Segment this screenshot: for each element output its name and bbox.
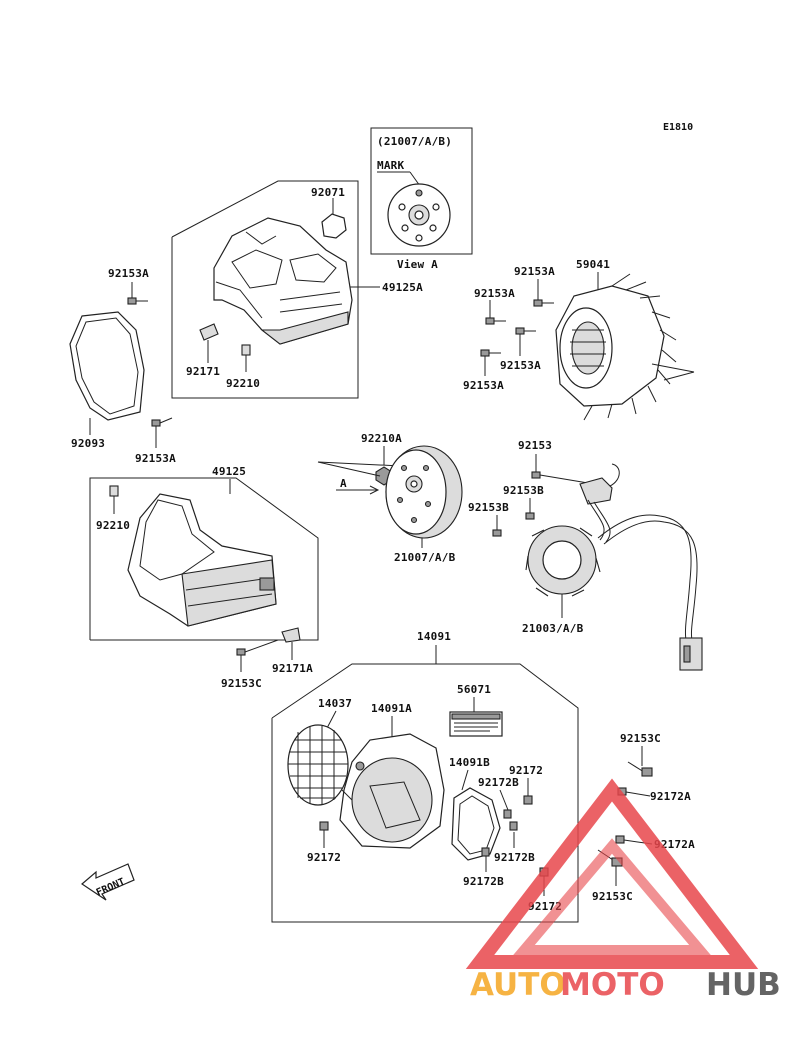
label-92172-l: 92172 <box>307 851 341 864</box>
bolt-92153a-c1: 92153A <box>474 287 515 325</box>
label-92172b-c: 92172B <box>494 851 535 864</box>
label-92153a-c4: 92153A <box>463 379 504 392</box>
label-14091b: 14091B <box>449 756 490 769</box>
label-92171a: 92171A <box>272 662 313 675</box>
view-arrow-a: A <box>340 477 347 490</box>
watermark-moto: MOTO <box>560 967 665 1003</box>
view-a-detail: (21007/A/B) MARK View A <box>370 127 473 271</box>
cover-49125a-group: 92071 49125A 92171 92210 <box>171 180 423 399</box>
label-92210-mid: 92210 <box>96 519 130 532</box>
stator-21003: 92153 92153B 92153B 21003/A/B <box>468 439 703 671</box>
bolt-92153a-c3: 92153A <box>500 327 541 372</box>
screen-14037 <box>287 724 349 806</box>
fan-59041: 59041 <box>555 258 695 421</box>
label-92071: 92071 <box>311 186 345 199</box>
label-92172a-1: 92172A <box>650 790 691 803</box>
label-92153c-r2: 92153C <box>592 890 633 903</box>
label-92153c-l: 92153C <box>221 677 262 690</box>
diagram-code: E1810 <box>663 122 693 133</box>
label-59041: 59041 <box>576 258 610 271</box>
bolts-right: 92153C 92172A 92172A 92153C <box>592 732 695 903</box>
label-92210a: 92210A <box>361 432 402 445</box>
label-92153: 92153 <box>518 439 552 452</box>
gasket-92093: 92093 <box>69 311 145 450</box>
watermark-hub: HUB <box>706 967 781 1003</box>
label-92171: 92171 <box>186 365 220 378</box>
front-arrow: FRONT <box>81 863 135 901</box>
bolt-92153c-l: 92153C 92171A <box>221 627 313 690</box>
label-21007: 21007/A/B <box>394 551 456 564</box>
bolt-92153a-bl: 92153A <box>135 417 176 465</box>
label-14037: 14037 <box>318 697 352 710</box>
grommet-92071 <box>321 213 347 239</box>
label-92172b-a: 92172B <box>478 776 519 789</box>
label-92153a-c3: 92153A <box>500 359 541 372</box>
cover-14091-group: 14091 14037 14091A 56071 14091B 92172 92… <box>271 630 579 923</box>
flywheel-21007: 92210A A 21007/A/B <box>317 432 463 564</box>
label-92172-a: 92172 <box>509 764 543 777</box>
label-56071: 56071 <box>457 683 491 696</box>
label-14091a: 14091A <box>371 702 412 715</box>
label-92153c-r1: 92153C <box>620 732 661 745</box>
bolt-92153a-c2: 92153A <box>514 265 555 307</box>
label-49125a: 49125A <box>382 281 423 294</box>
label-92153a-bl: 92153A <box>135 452 176 465</box>
label-92153b-2: 92153B <box>468 501 509 514</box>
label-14091: 14091 <box>417 630 451 643</box>
label-92172b-b: 92172B <box>463 875 504 888</box>
label-92153a-tl: 92153A <box>108 267 149 280</box>
label-49125: 49125 <box>212 465 246 478</box>
bolt-92153a-c4: 92153A <box>463 349 504 392</box>
label-92153a-c1: 92153A <box>474 287 515 300</box>
label-92093: 92093 <box>71 437 105 450</box>
view-a-caption: View A <box>397 258 438 271</box>
view-a-ref: (21007/A/B) <box>377 135 452 148</box>
label-21003: 21003/A/B <box>522 622 584 635</box>
watermark-auto: AUTO <box>470 967 566 1003</box>
bolt-92153a-tl: 92153A <box>108 267 149 305</box>
watermark-logo: AUTO MOTO HUB <box>465 778 781 1003</box>
label-92153b-1: 92153B <box>503 484 544 497</box>
label-92153a-c2: 92153A <box>514 265 555 278</box>
view-a-mark: MARK <box>377 159 404 172</box>
label-92210-top: 92210 <box>226 377 260 390</box>
cover-49125-group: 49125 92210 <box>89 465 319 641</box>
